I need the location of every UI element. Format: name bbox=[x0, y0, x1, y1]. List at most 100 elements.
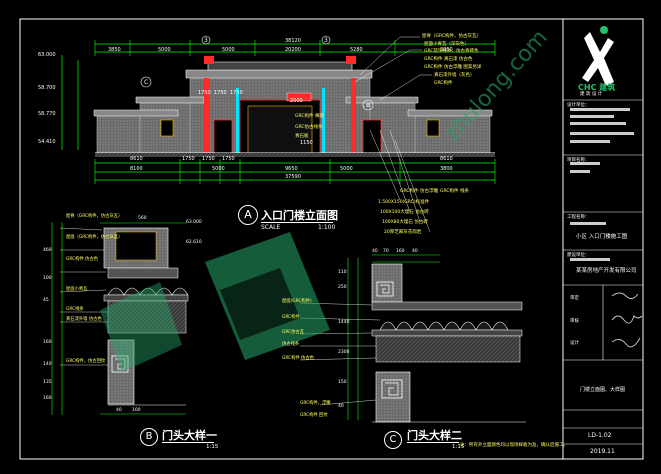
tb-firm-line-3: 建设单位： bbox=[567, 253, 590, 258]
dim-top-4: 5000 bbox=[158, 47, 171, 53]
note-bottom-4: 100X80大理石 仿古砖 bbox=[382, 220, 428, 225]
tb-drawing-name: 门楼立面图、大样图 bbox=[580, 387, 626, 393]
detail-b-dim-3: 100 bbox=[43, 276, 52, 281]
dim-overall-top: 38120 bbox=[285, 38, 301, 44]
sheet-border bbox=[19, 18, 644, 460]
svg-text:B: B bbox=[366, 102, 370, 109]
svg-text:3: 3 bbox=[324, 37, 328, 44]
level-4: 54.410 bbox=[38, 139, 56, 145]
logo-text: CHC 建筑 bbox=[578, 83, 616, 92]
marker-a: A bbox=[238, 205, 258, 225]
detail-c-dim-4: 40 bbox=[412, 249, 418, 254]
entrance-elevation: 3 3 C B bbox=[61, 35, 496, 233]
dim-mid-3: 1750 bbox=[230, 90, 243, 96]
note-top-5: GRC构件 仿古浮雕 图案另详 bbox=[424, 65, 482, 70]
note-bottom-5: 20厚芝麻灰花岗岩 bbox=[384, 230, 422, 235]
dim-bottom-5: 8610 bbox=[440, 156, 453, 162]
tb-firm-line-4: 工程名称： bbox=[567, 215, 590, 220]
detail-b-label-6: 真石漆外墙 仿古色 bbox=[66, 317, 102, 322]
dim-mid-1: 1750 bbox=[198, 90, 211, 96]
detail-b-label-4: 屋面小青瓦 bbox=[66, 287, 88, 292]
elevation-title: 入口门楼立面图 bbox=[261, 209, 338, 222]
detail-c-dim-10: 40 bbox=[338, 404, 344, 409]
detail-b-label-7: GRC构件，仿古回纹 bbox=[66, 359, 106, 364]
detail-b-dim-4: 45 bbox=[43, 298, 49, 303]
dim-bottom-overall: 37590 bbox=[285, 174, 301, 180]
dim-bottom-1: 8610 bbox=[130, 156, 143, 162]
detail-b-dim-1: 560 bbox=[138, 216, 147, 221]
marker-b: B bbox=[140, 428, 158, 446]
detail-b-label-5: GRC线条 bbox=[66, 307, 84, 312]
dim-top-5: 5000 bbox=[222, 47, 235, 53]
detail-c-dim-5: 110 bbox=[338, 270, 347, 275]
tb-sign-label-3: 设计 bbox=[570, 341, 579, 346]
note-bottom-1: GRC构件 仿古浮雕 bbox=[400, 189, 438, 194]
dim-mid-2: 1750 bbox=[214, 90, 227, 96]
elevation-scale-label: SCALE bbox=[261, 224, 281, 231]
detail-c-dim-6: 250 bbox=[338, 285, 347, 290]
detail-c-label-4: 仿古线条 bbox=[282, 342, 300, 347]
detail-c-dim-2: 70 bbox=[383, 249, 389, 254]
tb-drawing-no: LD-1.02 bbox=[588, 432, 612, 439]
detail-b-drawing bbox=[51, 222, 189, 415]
note-top-4: GRC构件 真石漆 仿古色 bbox=[424, 57, 473, 62]
detail-c-label-5: GRC构件 仿古色 bbox=[282, 356, 314, 361]
note-top-6: 真石漆外墙（灰色） bbox=[434, 73, 475, 78]
tb-project: 小区 入口门楼施工图 bbox=[576, 234, 628, 240]
level-2: 58.700 bbox=[38, 85, 56, 91]
detail-c-label-1: 屋面(GRC构件) bbox=[282, 299, 312, 304]
detail-b-dim-7: 135 bbox=[43, 380, 52, 385]
detail-c-dim-8: 2300 bbox=[338, 350, 350, 355]
detail-b-label-2: 屋面（GRC构件，仿古灰瓦） bbox=[66, 235, 123, 240]
tb-sign-label-1: 审定 bbox=[570, 296, 579, 301]
dim-top-6: 5280 bbox=[350, 47, 363, 53]
note-top-2: 屋面小青瓦（深灰色） bbox=[424, 42, 469, 47]
level-3: 58.770 bbox=[38, 111, 56, 117]
tb-client: 某某房地产开发有限公司 bbox=[576, 268, 637, 274]
detail-c-scale: 1:15 bbox=[452, 444, 465, 450]
note-bottom-6: GRC构件 线条 bbox=[440, 189, 469, 194]
svg-text:3: 3 bbox=[204, 37, 208, 44]
note-mid-1: GRC构件 横梁 bbox=[295, 114, 324, 119]
detail-c-label-6: GRC构件，浮雕 bbox=[300, 401, 331, 406]
detail-c-drawing bbox=[299, 254, 526, 423]
note-mid-3: 青石板 bbox=[295, 134, 309, 139]
detail-b-level-1: 63.000 bbox=[186, 220, 202, 225]
detail-c-label-2: GRC构件 bbox=[282, 315, 300, 320]
dim-mid-4: 2000 bbox=[290, 98, 303, 104]
dim-bottom-4: 1750 bbox=[222, 156, 235, 162]
detail-c-dim-3: 160 bbox=[396, 249, 405, 254]
dim-bottom-8: 5000 bbox=[340, 166, 353, 172]
note-bottom-2: 1.500X150(GRC)标准件 bbox=[378, 200, 430, 205]
detail-b-dim-5: 160 bbox=[43, 340, 52, 345]
detail-b-dim-6: 140 bbox=[43, 362, 52, 367]
detail-b-dim-8: 160 bbox=[43, 396, 52, 401]
tb-firm-line-2: 项目名称： bbox=[567, 158, 590, 163]
detail-b-level-2: 62.610 bbox=[186, 240, 202, 245]
footnote: 注：所有外立面颜色均以现场样板为准，确认后施工。 bbox=[460, 443, 568, 448]
detail-c-label-3: GRC仿古瓦 bbox=[282, 330, 304, 335]
detail-b-title: 门头大样一 bbox=[162, 429, 217, 442]
elevation-scale-value: 1:100 bbox=[318, 224, 336, 231]
detail-b-title-underline bbox=[162, 442, 214, 443]
svg-text:C: C bbox=[144, 79, 148, 86]
dim-bottom-7: 5000 bbox=[212, 166, 225, 172]
dim-center-top: 20200 bbox=[285, 47, 301, 53]
dim-bottom-10: 9650 bbox=[285, 166, 298, 172]
title-block bbox=[563, 26, 643, 445]
firm-logo bbox=[582, 26, 614, 86]
level-1: 63.000 bbox=[38, 52, 56, 58]
detail-b-dim-9: 40 bbox=[116, 408, 122, 413]
tb-sign-label-2: 审核 bbox=[570, 319, 579, 324]
detail-c-title: 门头大样二 bbox=[407, 429, 462, 442]
dim-mid-5: 1150 bbox=[300, 140, 313, 146]
dim-top-3: 3850 bbox=[108, 47, 121, 53]
detail-b-label-3: GRC构件 仿古色 bbox=[66, 257, 98, 262]
detail-b-scale: 1:15 bbox=[206, 444, 219, 450]
tb-date: 2019.11 bbox=[590, 448, 615, 455]
note-mid-2: GRC仿古线条 bbox=[295, 125, 323, 130]
detail-c-label-7: GRC构件 回纹 bbox=[300, 413, 328, 418]
tb-firm-line-1: 设计单位： bbox=[567, 103, 590, 108]
note-top-7: GRC构件 bbox=[434, 81, 453, 86]
